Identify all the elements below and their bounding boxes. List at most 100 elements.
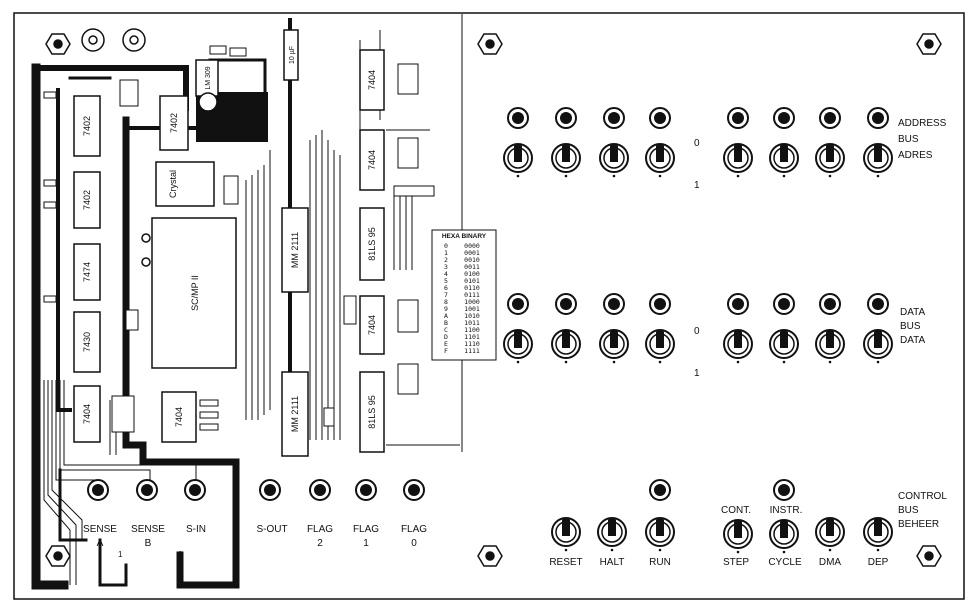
flag2-sub: 2 [317,538,323,549]
chip-label-81ls95-a: 81LS 95 [367,227,377,261]
ground-traces [31,18,292,590]
cont-step-toggle[interactable] [723,519,753,554]
data-toggle-3[interactable] [645,329,675,364]
regulator-mount [198,92,218,112]
hex-table-header: HEXA BINARY [442,233,487,240]
binary-value-6: 0110 [464,284,480,292]
address-led-6 [819,107,841,129]
dep-label: DEP [867,557,889,568]
binary-value-9: 1001 [464,305,480,313]
flag2-led [309,479,331,501]
data-toggle-7[interactable] [863,329,893,364]
hex-digit-13: D [444,333,448,341]
chip-label-mm2111-b: MM 2111 [290,396,300,432]
control-bus-label-3: BEHEER [898,519,940,530]
halt-toggle[interactable] [597,517,627,552]
chip-label-7402-a: 7402 [82,116,92,136]
hex-digit-11: B [444,319,448,327]
address-toggle-1[interactable] [551,143,581,178]
data-toggle-5[interactable] [769,329,799,364]
reset-label: RESET [549,557,583,568]
binary-value-5: 0101 [464,277,480,285]
run-toggle[interactable] [645,517,675,552]
chip-label-regulator: LM 309 [205,66,212,89]
address-toggle-6[interactable] [815,143,845,178]
hex-digit-4: 4 [444,270,448,278]
hex-digit-15: F [444,347,448,355]
chip-label-capacitor: 10 µF [289,46,296,64]
toggle-switches [503,143,893,554]
sense-b-led [136,479,158,501]
hex-digit-3: 3 [444,263,448,271]
sense-b-label: SENSE [131,524,165,535]
address-toggle-0[interactable] [503,143,533,178]
resistor-packs [43,45,435,433]
address-led-5 [773,107,795,129]
sense-a-led [87,479,109,501]
chip-81ls95-a [359,207,385,281]
chip-label-7402-b: 7402 [82,190,92,210]
binary-value-0: 0000 [464,242,480,250]
dma-label: DMA [818,557,842,568]
data-led-1 [555,293,577,315]
data-bus-label-2: BUS [900,321,921,332]
s-out-led [259,479,281,501]
hex-digit-8: 8 [444,298,448,306]
address-led-0 [507,107,529,129]
sense-a-sub: A [96,538,104,549]
dep-toggle[interactable] [863,517,893,552]
address-toggle-3[interactable] [645,143,675,178]
data-bus-zero: 0 [694,326,700,337]
flag1-sub: 1 [363,538,369,549]
chip-label-81ls95-b: 81LS 95 [367,395,377,429]
chip-7402-c [159,95,189,151]
address-toggle-7[interactable] [863,143,893,178]
chip-crystal [155,161,215,207]
reset-toggle[interactable] [551,517,581,552]
cont-label: CONT. [721,505,751,516]
binary-value-4: 0100 [464,270,480,278]
chip-7474 [73,243,101,301]
s-in-led [184,479,206,501]
sense-b-sub: B [144,538,152,549]
address-led-2 [603,107,625,129]
address-led-4 [727,107,749,129]
address-bus-one: 1 [694,180,700,191]
chip-7404-c [359,49,385,111]
address-toggle-5[interactable] [769,143,799,178]
address-bus-zero: 0 [694,138,700,149]
data-toggle-0[interactable] [503,329,533,364]
chip-label-7404-a: 7404 [82,404,92,424]
chip-7402-b [73,171,101,229]
chip-7404-b [161,391,197,443]
hex-digit-14: E [444,340,448,348]
screws [45,33,942,567]
chip-labels: 7402 7402 7474 7430 7404 7402 Crystal SC… [82,46,377,432]
data-toggle-6[interactable] [815,329,845,364]
hex-digit-2: 2 [444,256,448,264]
data-toggle-4[interactable] [723,329,753,364]
address-toggle-4[interactable] [723,143,753,178]
data-led-4 [727,293,749,315]
hex-digit-7: 7 [444,291,448,299]
chip-7404-d [359,129,385,191]
data-bus-label-1: DATA [900,307,926,318]
data-led-3 [649,293,671,315]
address-bus-label-3: ADRES [898,150,933,161]
chip-scmp [151,217,237,369]
binary-value-2: 0010 [464,256,480,264]
binary-value-11: 1011 [464,319,480,327]
instr-cycle-toggle[interactable] [769,519,799,554]
chip-label-7474: 7474 [82,262,92,282]
run-led [649,479,671,501]
chip-81ls95-b [359,371,385,453]
dma-toggle[interactable] [815,517,845,552]
address-toggle-2[interactable] [599,143,629,178]
data-toggle-2[interactable] [599,329,629,364]
data-toggle-1[interactable] [551,329,581,364]
chip-7404-e [359,295,385,355]
flag1-led [355,479,377,501]
hex-digit-1: 1 [444,249,448,257]
